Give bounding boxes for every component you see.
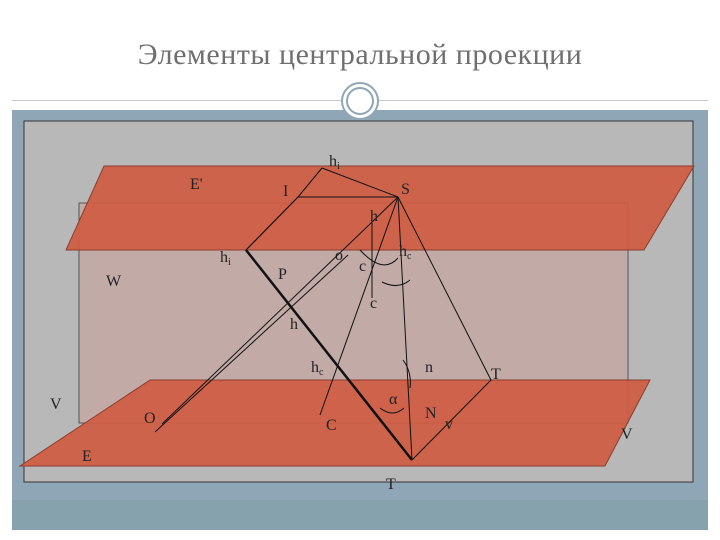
label-O: O <box>144 410 156 427</box>
angle-arc-n <box>402 359 411 389</box>
line-S-to-N <box>397 196 413 461</box>
label-hi-left: hi <box>220 249 231 268</box>
line-hi-to-I <box>297 167 323 198</box>
label-v: v <box>445 416 453 433</box>
label-C: C <box>326 417 337 434</box>
principal-projection-line <box>245 249 413 461</box>
label-P: P <box>278 266 287 283</box>
line-hi-to-right <box>321 167 399 198</box>
slide-title: Элементы центральной проекции <box>137 38 583 71</box>
line-S-to-O <box>161 196 399 425</box>
label-W: W <box>106 273 122 290</box>
angle-arc-right <box>381 279 411 286</box>
label-V-left: V <box>50 396 62 413</box>
label-T-right: T <box>491 366 501 383</box>
line-I-to-principal <box>245 196 299 251</box>
label-E: E <box>82 448 92 465</box>
label-N: N <box>425 405 437 422</box>
upper-horizontal-plane <box>65 165 695 251</box>
line-S-to-C <box>319 196 399 416</box>
label-n: n <box>425 359 433 376</box>
label-o: o <box>335 247 343 264</box>
label-hc-right: hc <box>399 243 412 262</box>
slide-bottom-strip <box>12 500 708 530</box>
label-h-mid: h <box>290 316 298 333</box>
line-S-to-T <box>397 196 492 381</box>
label-c: c <box>370 295 377 312</box>
angle-arc-alpha <box>379 407 405 414</box>
label-S: S <box>401 181 410 198</box>
label-V-right: V <box>621 426 633 443</box>
angle-arc-c <box>359 249 399 266</box>
label-T-bottom: T <box>386 476 396 493</box>
lower-horizontal-plane <box>18 379 651 467</box>
label-E-prime: E' <box>190 176 203 193</box>
label-h: h <box>370 208 378 225</box>
label-hi-top: hi <box>329 153 340 172</box>
label-hc-mid: hc <box>311 359 324 378</box>
decorative-ring-icon <box>341 82 379 120</box>
label-I: I <box>283 183 288 200</box>
label-alpha: α <box>389 391 398 408</box>
label-c-angle: c <box>359 258 366 275</box>
line-N-to-T <box>411 379 492 461</box>
line-o-to-V <box>154 254 349 433</box>
